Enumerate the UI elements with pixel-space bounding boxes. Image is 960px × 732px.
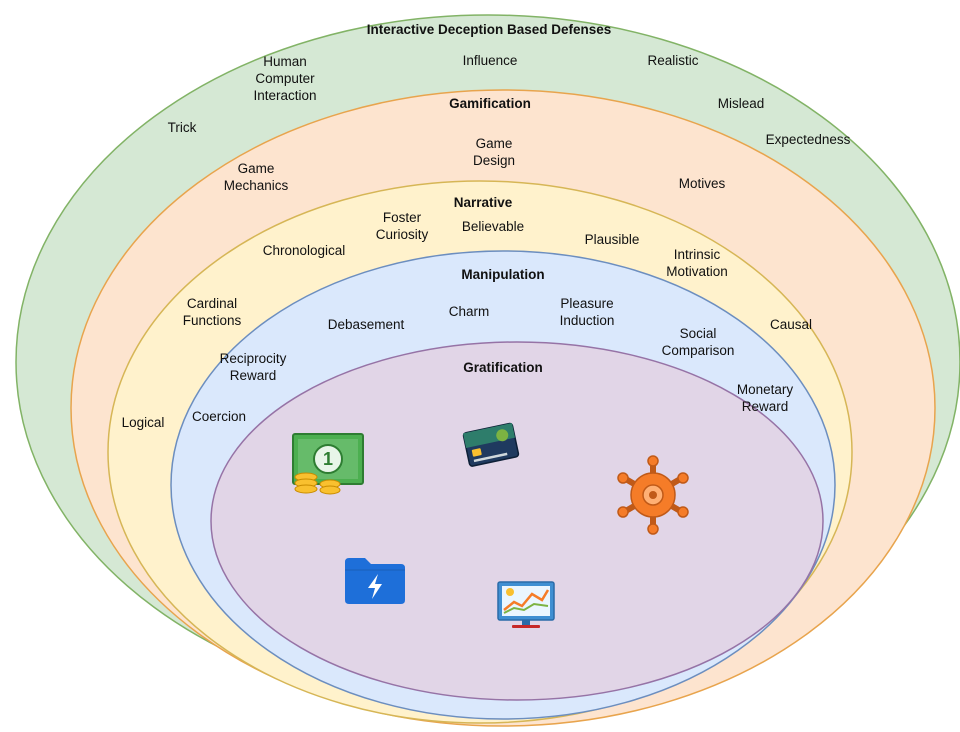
label-monetary-reward: Monetary Reward — [736, 382, 794, 414]
label-charm: Charm — [448, 304, 490, 319]
gamification-title: Gamification — [449, 96, 531, 111]
label-human-computer-interaction: Human Computer Interaction — [253, 54, 317, 103]
label-social-comparison: Social Comparison — [661, 326, 735, 358]
virus-icon — [617, 455, 689, 535]
cash-icon: 1 — [292, 433, 364, 495]
label-pleasure-induction: Pleasure Induction — [559, 296, 615, 328]
label-influence: Influence — [462, 53, 518, 68]
gratification-layer-ellipse — [210, 341, 824, 701]
label-mislead: Mislead — [717, 96, 765, 111]
svg-text:1: 1 — [323, 449, 333, 469]
gratification-title: Gratification — [463, 360, 543, 375]
credit-card-icon — [462, 422, 520, 467]
label-logical: Logical — [121, 415, 165, 430]
label-realistic: Realistic — [647, 53, 699, 68]
label-intrinsic-motivation: Intrinsic Motivation — [666, 247, 728, 279]
label-cardinal-functions: Cardinal Functions — [182, 296, 242, 328]
label-reciprocity-reward: Reciprocity Reward — [219, 351, 287, 383]
label-plausible: Plausible — [584, 232, 640, 247]
narrative-title: Narrative — [453, 195, 513, 210]
monitor-chart-icon — [497, 581, 555, 628]
label-game-design: Game Design — [472, 136, 516, 168]
label-expectedness: Expectedness — [765, 132, 851, 147]
label-game-mechanics: Game Mechanics — [223, 161, 289, 193]
label-coercion: Coercion — [191, 409, 247, 424]
outer-layer-title: Interactive Deception Based Defenses — [366, 22, 612, 37]
label-debasement: Debasement — [327, 317, 405, 332]
label-believable: Believable — [461, 219, 525, 234]
label-trick: Trick — [167, 120, 197, 135]
label-chronological: Chronological — [262, 243, 346, 258]
label-causal: Causal — [769, 317, 813, 332]
manipulation-title: Manipulation — [461, 267, 545, 282]
label-foster-curiosity: Foster Curiosity — [375, 210, 429, 242]
label-motives: Motives — [678, 176, 726, 191]
folder-icon — [345, 558, 405, 604]
